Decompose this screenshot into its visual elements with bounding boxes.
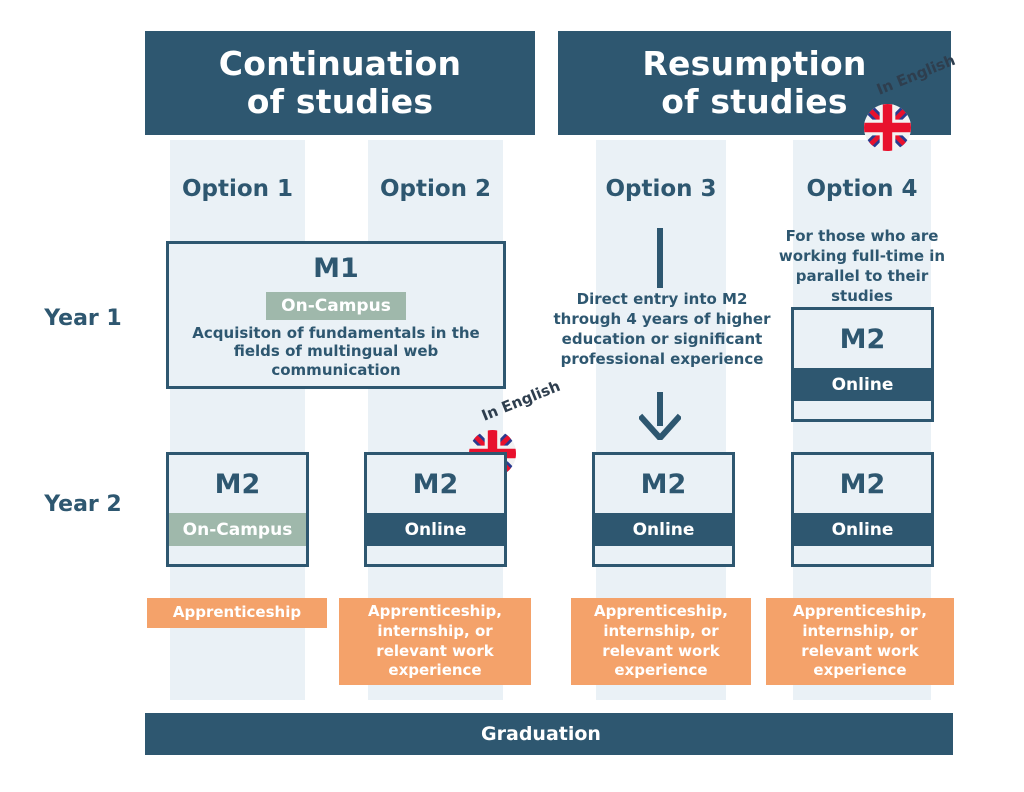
module-box-m2-option-1: M2 On-Campus — [166, 452, 309, 567]
module-box-m2-option-3: M2 Online — [592, 452, 735, 567]
option-3-note: Direct entry into M2 through 4 years of … — [553, 290, 771, 368]
option-label-1: Option 1 — [181, 176, 294, 202]
module-mode-badge: Online — [367, 513, 504, 546]
module-mode-badge: On-Campus — [266, 292, 406, 320]
uk-flag-icon — [864, 104, 911, 151]
module-box-m1-option-1: M1 On-Campus Acquisiton of fundamentals … — [166, 241, 506, 389]
option-4-note: For those who are working full-time in p… — [778, 227, 946, 305]
module-box-tail — [169, 546, 306, 564]
option-3-connector-line — [657, 228, 663, 288]
experience-box-option-4: Apprenticeship, internship, or relevant … — [766, 598, 954, 685]
module-code: M2 — [640, 468, 687, 500]
option-label-3: Option 3 — [605, 176, 717, 202]
year-label-1: Year 1 — [44, 306, 122, 331]
module-box-m2-option-4-year1: M2 Online — [791, 307, 934, 422]
year-label-2: Year 2 — [44, 492, 122, 517]
module-code: M2 — [214, 468, 261, 500]
module-box-m2-option-4: M2 Online — [791, 452, 934, 567]
module-box-tail — [794, 401, 931, 419]
header-resumption-line1: Resumption — [642, 44, 867, 84]
header-continuation-line2: of studies — [246, 82, 434, 121]
experience-box-option-1: Apprenticeship — [147, 598, 327, 628]
module-code: M2 — [839, 468, 886, 500]
module-box-tail — [794, 546, 931, 564]
module-box-m2-option-2: M2 Online — [364, 452, 507, 567]
option-label-2: Option 2 — [379, 176, 492, 202]
module-code: M1 — [313, 252, 359, 284]
in-english-badge-header: In English — [858, 51, 958, 156]
module-code: M2 — [412, 468, 459, 500]
header-continuation-line1: Continuation — [218, 44, 462, 84]
header-continuation: Continuation of studies — [145, 31, 535, 135]
module-mode-badge: Online — [794, 368, 931, 401]
option-label-4: Option 4 — [806, 176, 918, 202]
experience-box-option-3: Apprenticeship, internship, or relevant … — [571, 598, 751, 685]
graduation-bar: Graduation — [145, 713, 953, 755]
module-description: Acquisiton of fundamentals in the fields… — [192, 324, 480, 379]
header-resumption-line2: of studies — [661, 82, 848, 121]
experience-box-option-2: Apprenticeship, internship, or relevant … — [339, 598, 531, 685]
graduation-label: Graduation — [481, 723, 601, 745]
module-mode-badge: Online — [794, 513, 931, 546]
module-code: M2 — [839, 323, 886, 355]
module-box-tail — [595, 546, 732, 564]
module-mode-badge: Online — [595, 513, 732, 546]
module-mode-badge: On-Campus — [169, 513, 306, 546]
down-arrow-icon — [637, 392, 683, 443]
module-box-tail — [367, 546, 504, 564]
